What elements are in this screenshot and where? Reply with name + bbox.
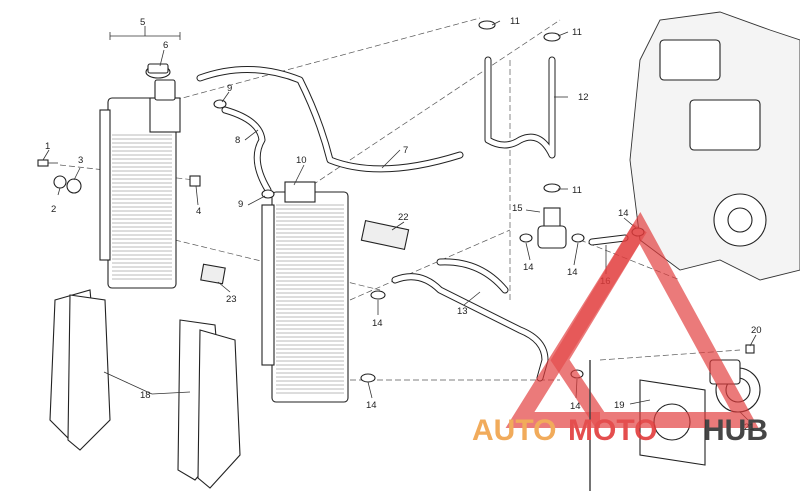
- callout-12: 12: [578, 92, 589, 103]
- hose-13: [391, 258, 549, 382]
- callout-18: 18: [140, 390, 151, 401]
- callout-14a: 14: [618, 208, 629, 219]
- callout-4: 4: [196, 206, 201, 217]
- thermostat-housing: [537, 207, 567, 249]
- radiator-left: [99, 79, 181, 289]
- callout-23: 23: [226, 294, 237, 305]
- callout-14b: 14: [523, 262, 534, 273]
- callout-19: 19: [614, 400, 625, 411]
- radiator-guard-left: [49, 289, 111, 451]
- callout-7: 7: [403, 145, 408, 156]
- fasteners: [37, 159, 755, 354]
- watermark-triangle-inner: [505, 223, 647, 428]
- radiator-cap: [145, 63, 171, 79]
- hose-12: [484, 56, 556, 159]
- callout-22: 22: [398, 212, 409, 223]
- callout-6: 6: [163, 40, 168, 51]
- callout-21: 20: [751, 325, 762, 336]
- callout-leaders: [42, 20, 757, 421]
- callout-numbers: 5 6 1 3 2 4 9 8 9 10 7 11 11 12 11 15 22…: [45, 16, 762, 433]
- watermark-text-hub: HUB: [703, 414, 768, 447]
- callout-9b: 9: [238, 199, 243, 210]
- callout-5: 5: [140, 17, 145, 28]
- engine-block: [629, 11, 800, 281]
- watermark: AUTO MOTO HUB: [472, 211, 768, 491]
- watermark-text-auto: AUTO: [472, 414, 556, 447]
- watermark-text-moto: MOTO: [568, 414, 657, 447]
- callout-1: 1: [45, 141, 50, 152]
- callout-14c: 14: [567, 267, 578, 278]
- callout-10: 10: [296, 155, 307, 166]
- callout-11a: 11: [510, 16, 520, 27]
- callout-14d: 14: [372, 318, 383, 329]
- callout-8: 8: [235, 135, 240, 146]
- callout-13: 13: [457, 306, 468, 317]
- callout-14e: 14: [366, 400, 377, 411]
- hose-7: [196, 65, 464, 173]
- callout-2: 2: [51, 204, 56, 215]
- foam-pad-23: [200, 263, 226, 285]
- callout-11b: 11: [572, 27, 582, 38]
- callout-3: 3: [78, 155, 83, 166]
- callout-14f: 14: [570, 401, 581, 412]
- hose-clamps: [213, 20, 645, 383]
- radiator-right: [261, 181, 349, 403]
- foam-pad-22: [360, 219, 410, 251]
- callout-11c: 11: [572, 185, 582, 196]
- hose-16: [588, 234, 629, 246]
- radiator-guard-right: [177, 319, 241, 489]
- hose-8: [221, 106, 272, 194]
- callout-15: 15: [512, 203, 523, 214]
- callout-9a: 9: [227, 83, 232, 94]
